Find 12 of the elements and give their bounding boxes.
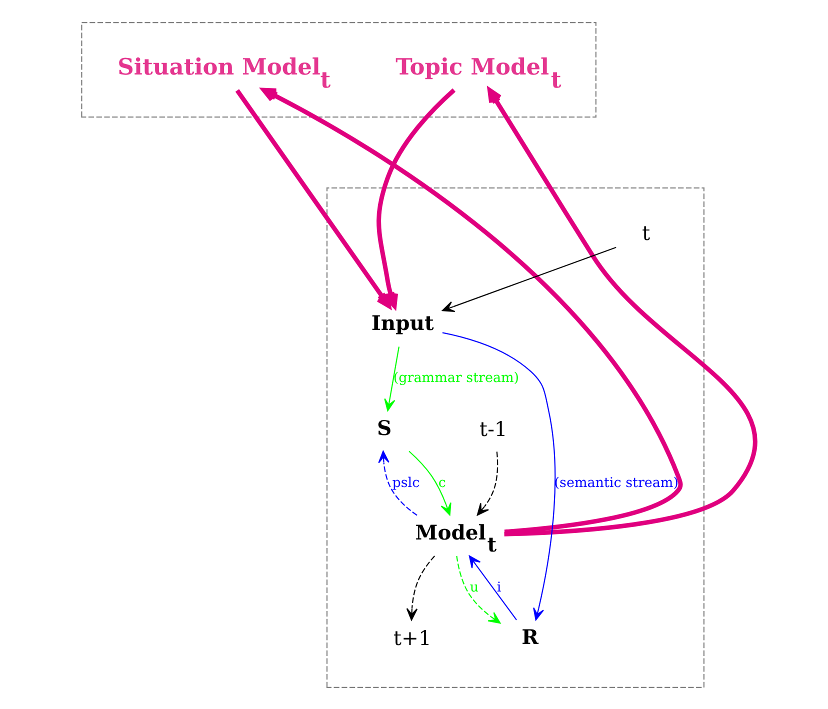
node-text: R [522, 624, 538, 649]
edge-label: c [438, 474, 446, 490]
node-text: S [377, 415, 392, 440]
node-text: t [642, 220, 650, 245]
edge-label: (semantic stream) [554, 474, 679, 490]
edge-label: pslc [392, 474, 420, 490]
edge-label: u [470, 578, 479, 595]
edge-label: i [496, 578, 502, 595]
edge-label: (grammar stream) [393, 370, 520, 386]
node-text: Input [371, 310, 434, 335]
node-text: t+1 [393, 626, 432, 650]
node-text: t-1 [479, 416, 508, 440]
